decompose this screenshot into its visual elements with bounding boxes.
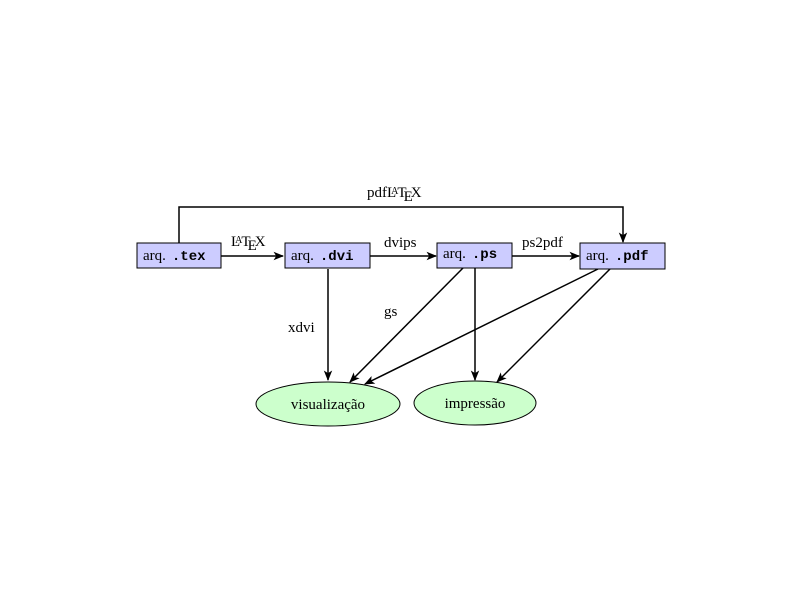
node-dvi: arq. .dvi: [284, 242, 371, 269]
node-ps-ext: .ps: [472, 247, 497, 263]
svg-text:arq..ps: arq. .ps: [443, 246, 497, 263]
node-tex: arq. .tex: [136, 242, 222, 269]
label-gs: gs: [384, 304, 398, 320]
edge-pdflatex: [178, 206, 628, 244]
edge-gs: [349, 267, 464, 383]
label-ps2pdf: ps2pdf: [522, 235, 563, 251]
svg-text:arq..pdf: arq. .pdf: [586, 248, 649, 265]
node-print: impressão: [413, 380, 537, 426]
node-pdf: arq. .pdf: [579, 242, 666, 270]
node-tex-prefix: arq.: [143, 248, 166, 264]
node-ps-prefix: arq.: [443, 246, 466, 262]
svg-text:arq..dvi: arq. .dvi: [291, 248, 354, 265]
node-ps: arq. .ps: [436, 242, 513, 269]
node-print-label: impressão: [445, 396, 506, 412]
svg-text:arq..tex: arq. .tex: [143, 248, 206, 265]
label-xdvi: xdvi: [288, 320, 315, 336]
node-dvi-prefix: arq.: [291, 248, 314, 264]
node-view: visualização: [255, 381, 401, 427]
node-pdf-prefix: arq.: [586, 248, 609, 264]
node-view-label: visualização: [291, 397, 365, 413]
node-dvi-ext: .dvi: [320, 249, 354, 265]
node-pdf-ext: .pdf: [615, 249, 649, 265]
node-tex-ext: .tex: [172, 249, 206, 265]
edge-pdf-view: [364, 268, 599, 385]
edge-pdf-print: [496, 268, 611, 383]
label-pdflatex: pdfLATEX: [367, 185, 422, 205]
label-dvips: dvips: [384, 235, 417, 251]
label-latex: LATEX: [231, 234, 266, 254]
